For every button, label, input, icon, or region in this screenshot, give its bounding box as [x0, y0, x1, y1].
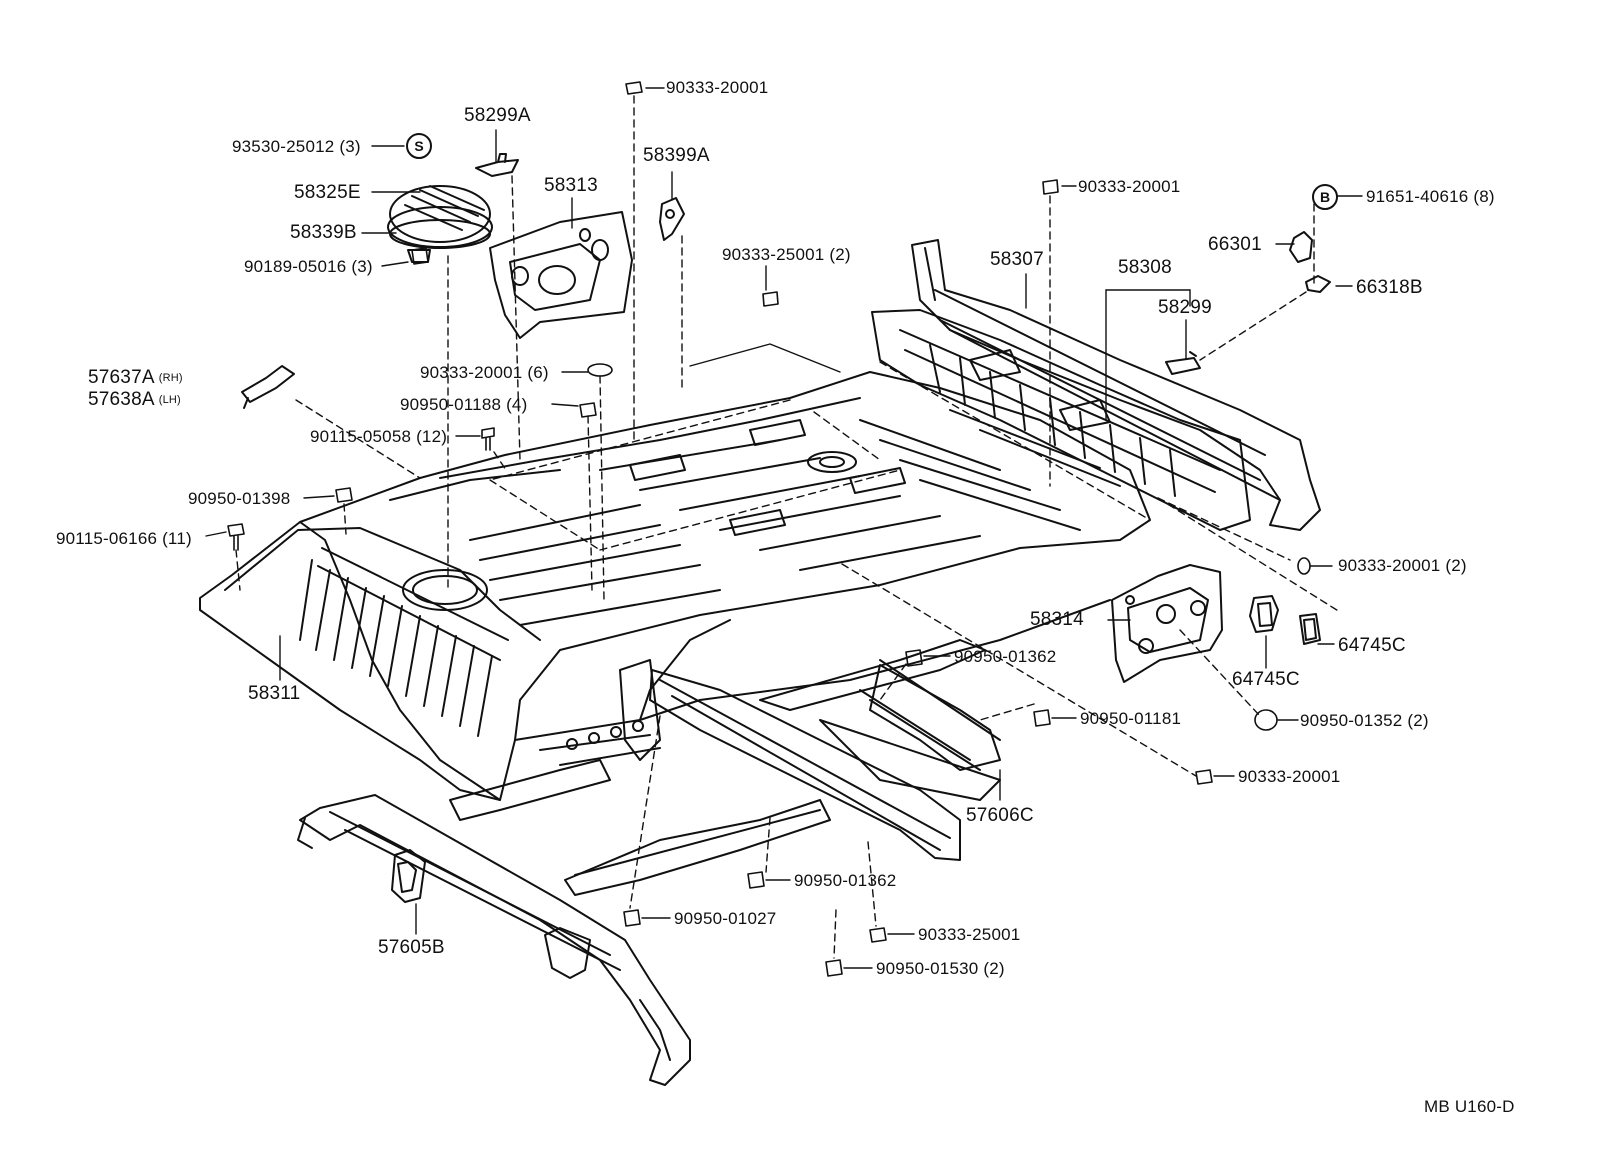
- diagram-code: MB U160-D: [1424, 1097, 1515, 1116]
- bracket-66318b: [1306, 276, 1330, 292]
- label-57606c: 57606C: [966, 805, 1034, 826]
- label-57638a-code: 57638A: [88, 389, 155, 411]
- label-58399a: 58399A: [643, 145, 710, 166]
- label-58339b: 58339B: [290, 222, 357, 243]
- label-57638a-side: (LH): [158, 394, 181, 406]
- label-58314: 58314: [1030, 609, 1084, 630]
- label-90950-01398: 90950-01398: [188, 489, 291, 508]
- cover-58325e: [388, 186, 492, 262]
- label-93530-25012: 93530-25012 (3): [232, 137, 361, 156]
- label-58325e: 58325E: [294, 182, 361, 203]
- label-90333-25001-2: 90333-25001 (2): [722, 245, 851, 264]
- plug-64745c-right: [1300, 614, 1320, 644]
- label-90950-01181: 90950-01181: [1080, 709, 1182, 728]
- label-90333-20001-mid: 90333-20001: [1078, 177, 1181, 196]
- label-90115-06166: 90115-06166 (11): [56, 529, 192, 548]
- panel-58314: [1112, 565, 1222, 682]
- label-90115-05058: 90115-05058 (12): [310, 427, 448, 446]
- fasteners: [228, 82, 1310, 976]
- label-90950-01362-b: 90950-01362: [794, 871, 897, 890]
- dashed-lines: [236, 96, 1340, 958]
- label-90950-01352: 90950-01352 (2): [1300, 711, 1429, 730]
- label-64745c-left: 64745C: [1232, 669, 1300, 690]
- label-91651-40616: 91651-40616 (8): [1366, 187, 1495, 206]
- label-90950-01027: 90950-01027: [674, 909, 777, 928]
- label-58308: 58308: [1118, 257, 1172, 278]
- bracket-58299: [1166, 352, 1200, 374]
- label-90333-20001-low: 90333-20001: [1238, 767, 1341, 786]
- bracket-58299a: [476, 154, 518, 176]
- label-57637a-code: 57637A: [88, 367, 155, 389]
- label-57637a-side: (RH): [158, 372, 183, 384]
- rear-member-57605b: [298, 795, 690, 1085]
- cross-member-57606c: [620, 640, 1000, 860]
- label-57605b: 57605B: [378, 937, 445, 958]
- label-90950-01362-a: 90950-01362: [954, 647, 1057, 666]
- label-58311: 58311: [248, 683, 301, 704]
- label-58313: 58313: [544, 175, 598, 196]
- label-90333-20001-6: 90333-20001 (6): [420, 363, 549, 382]
- b-symbol-icon: B: [1312, 184, 1338, 210]
- label-90950-01188: 90950-01188 (4): [400, 395, 528, 414]
- side-member-58307: [912, 240, 1320, 530]
- label-90950-01530: 90950-01530 (2): [876, 959, 1005, 978]
- label-90333-20001-2: 90333-20001 (2): [1338, 556, 1467, 575]
- label-58299a: 58299A: [464, 105, 531, 126]
- label-66318b: 66318B: [1356, 277, 1423, 298]
- label-57637a: 57637A(RH): [88, 368, 183, 388]
- floor-pan-58311: [200, 372, 1150, 800]
- panel-58313: [490, 212, 632, 338]
- label-58307: 58307: [990, 249, 1044, 270]
- plug-64745c-left: [1250, 596, 1278, 632]
- label-90189-05016: 90189-05016 (3): [244, 257, 373, 276]
- bracket-58399a: [660, 198, 684, 240]
- label-90333-25001: 90333-25001: [918, 925, 1021, 944]
- leader-lines: [206, 88, 1362, 968]
- label-90333-20001-top: 90333-20001: [666, 78, 769, 97]
- bracket-57637a: [242, 366, 294, 408]
- s-symbol-icon: S: [406, 133, 432, 159]
- label-66301: 66301: [1208, 234, 1262, 255]
- label-64745c-right: 64745C: [1338, 635, 1406, 656]
- bracket-66301: [1290, 232, 1312, 262]
- front-cross-member: [450, 760, 830, 895]
- side-member-58308: [872, 310, 1250, 530]
- label-57638a: 57638A(LH): [88, 390, 181, 410]
- label-58299: 58299: [1158, 297, 1212, 318]
